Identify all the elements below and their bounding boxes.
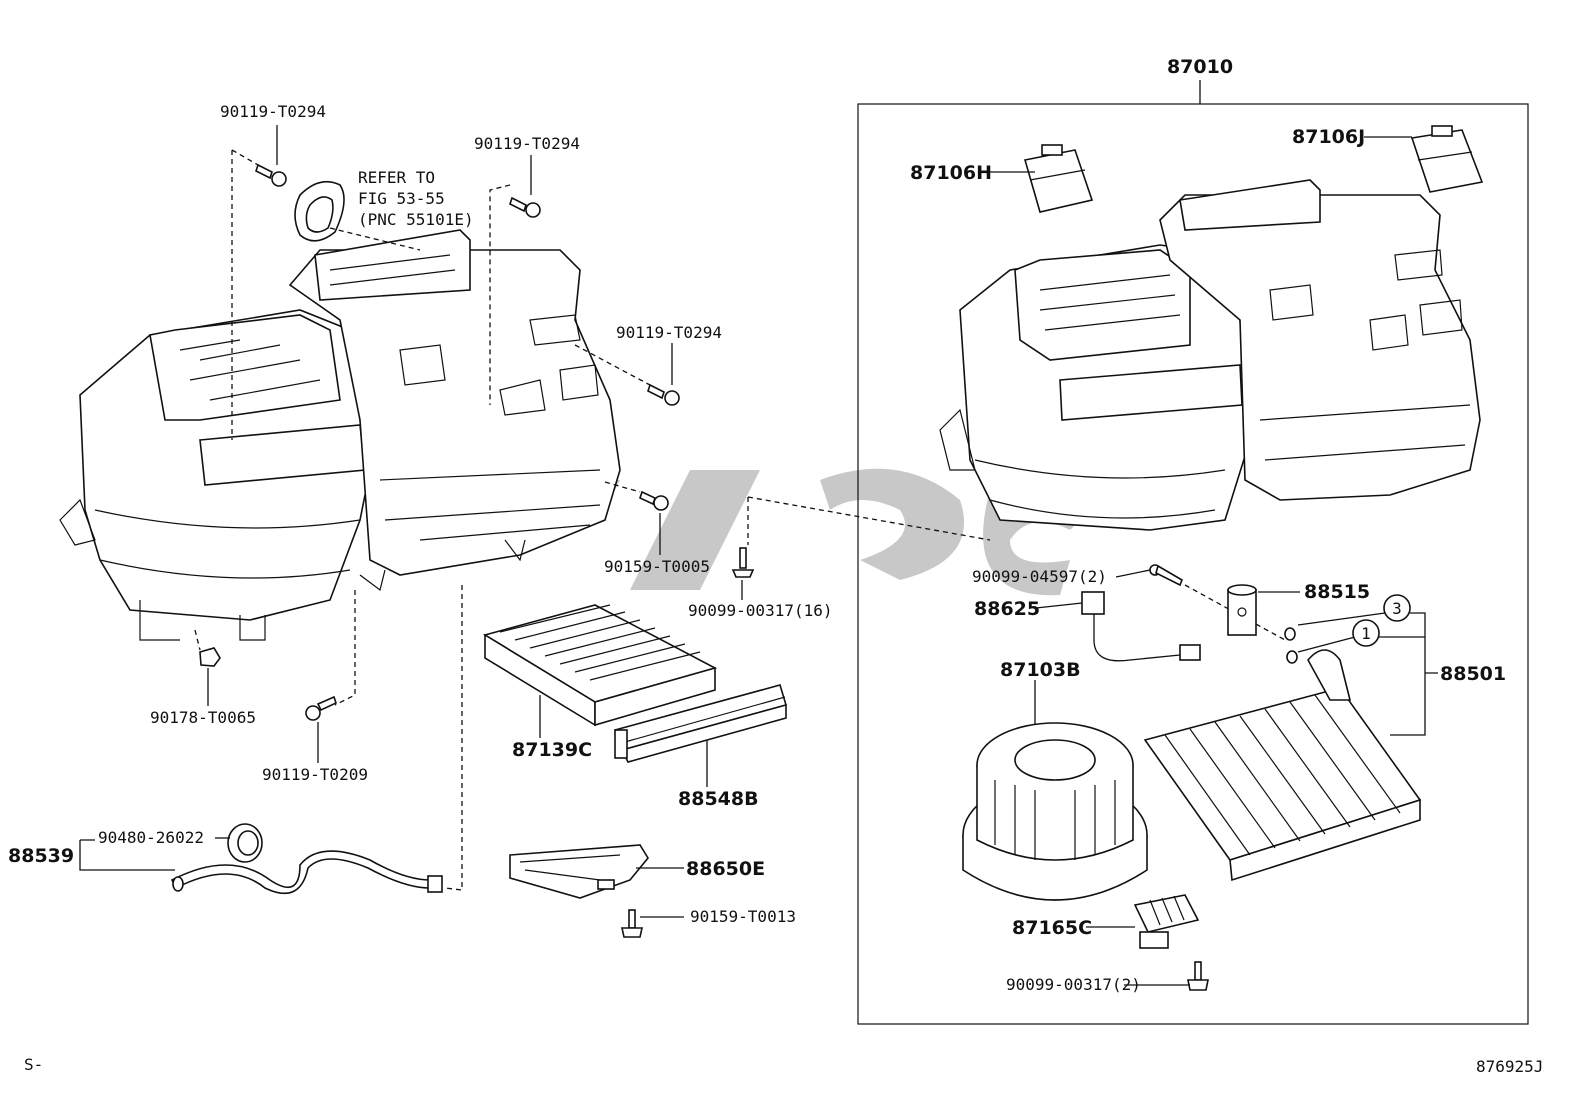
servo-motor-h (1023, 144, 1094, 213)
temperature-sensor (1081, 591, 1201, 662)
label-87010: 87010 (1167, 56, 1233, 78)
label-90119-t0209: 90119-T0209 (262, 765, 368, 784)
gasket-icon (294, 180, 345, 242)
label-90099-00317-2: 90099-00317(2) (1006, 975, 1141, 994)
bracket (509, 844, 649, 938)
label-90159-t0005: 90159-T0005 (604, 557, 710, 576)
bolt-icon (255, 163, 287, 187)
filter-case (613, 684, 788, 763)
callout-1: 1 (1352, 619, 1380, 647)
label-90159-t0013: 90159-T0013 (690, 907, 796, 926)
callout-3: 3 (1383, 594, 1411, 622)
assembly-87010-frame (857, 80, 1529, 1025)
label-87106j: 87106J (1292, 126, 1365, 148)
label-87165c: 87165C (1012, 917, 1092, 939)
blower-resistor (1133, 894, 1209, 991)
label-88539: 88539 (8, 845, 74, 867)
label-90119-t0294-b: 90119-T0294 (474, 134, 580, 153)
bolt-icon (647, 383, 680, 406)
leader-lines (79, 125, 1438, 986)
label-88548b: 88548B (678, 788, 759, 810)
bolt-icon (305, 695, 337, 721)
air-filter (482, 604, 718, 727)
refer-note-line-2: FIG 53-55 (358, 189, 445, 208)
label-87106h: 87106H (910, 162, 992, 184)
refer-note-line-3: (PNC 55101E) (358, 210, 474, 229)
callout-1-text: 1 (1361, 624, 1371, 643)
screw-icon (731, 547, 755, 578)
evaporator (1143, 649, 1422, 882)
grommet-icon (227, 823, 263, 863)
callout-3-text: 3 (1392, 599, 1402, 618)
label-90099-00317-16: 90099-00317(16) (688, 601, 833, 620)
screw-icon (1149, 564, 1183, 587)
bolt-icon (509, 196, 541, 218)
nut-icon (199, 647, 221, 667)
label-88650e: 88650E (686, 858, 765, 880)
expansion-valve (1227, 584, 1257, 636)
label-88515: 88515 (1304, 581, 1370, 603)
screw-icon (621, 909, 643, 938)
drain-hose (170, 823, 443, 895)
hardware-left (199, 163, 755, 721)
label-87103b: 87103B (1000, 659, 1081, 681)
label-90099-04597-2: 90099-04597(2) (972, 567, 1107, 586)
label-88625: 88625 (974, 598, 1040, 620)
label-90119-t0294-c: 90119-T0294 (616, 323, 722, 342)
label-88501: 88501 (1440, 663, 1506, 685)
refer-note-line-1: REFER TO (358, 168, 435, 187)
footer-figure-id: 876925J (1476, 1057, 1543, 1076)
heater-unit-left (59, 229, 621, 641)
footer-left: S- (24, 1055, 43, 1074)
screw-icon (1187, 961, 1209, 991)
label-90119-t0294-a: 90119-T0294 (220, 102, 326, 121)
label-87139c: 87139C (512, 739, 592, 761)
label-90480-26022: 90480-26022 (98, 828, 204, 847)
screw-icon (639, 490, 669, 511)
blower-motor (962, 722, 1148, 901)
install-lines-left (194, 149, 991, 891)
o-ring-icon (1284, 627, 1298, 664)
servo-motor-j (1410, 125, 1484, 193)
heater-unit-right (939, 179, 1481, 531)
label-90178-t0065: 90178-T0065 (150, 708, 256, 727)
